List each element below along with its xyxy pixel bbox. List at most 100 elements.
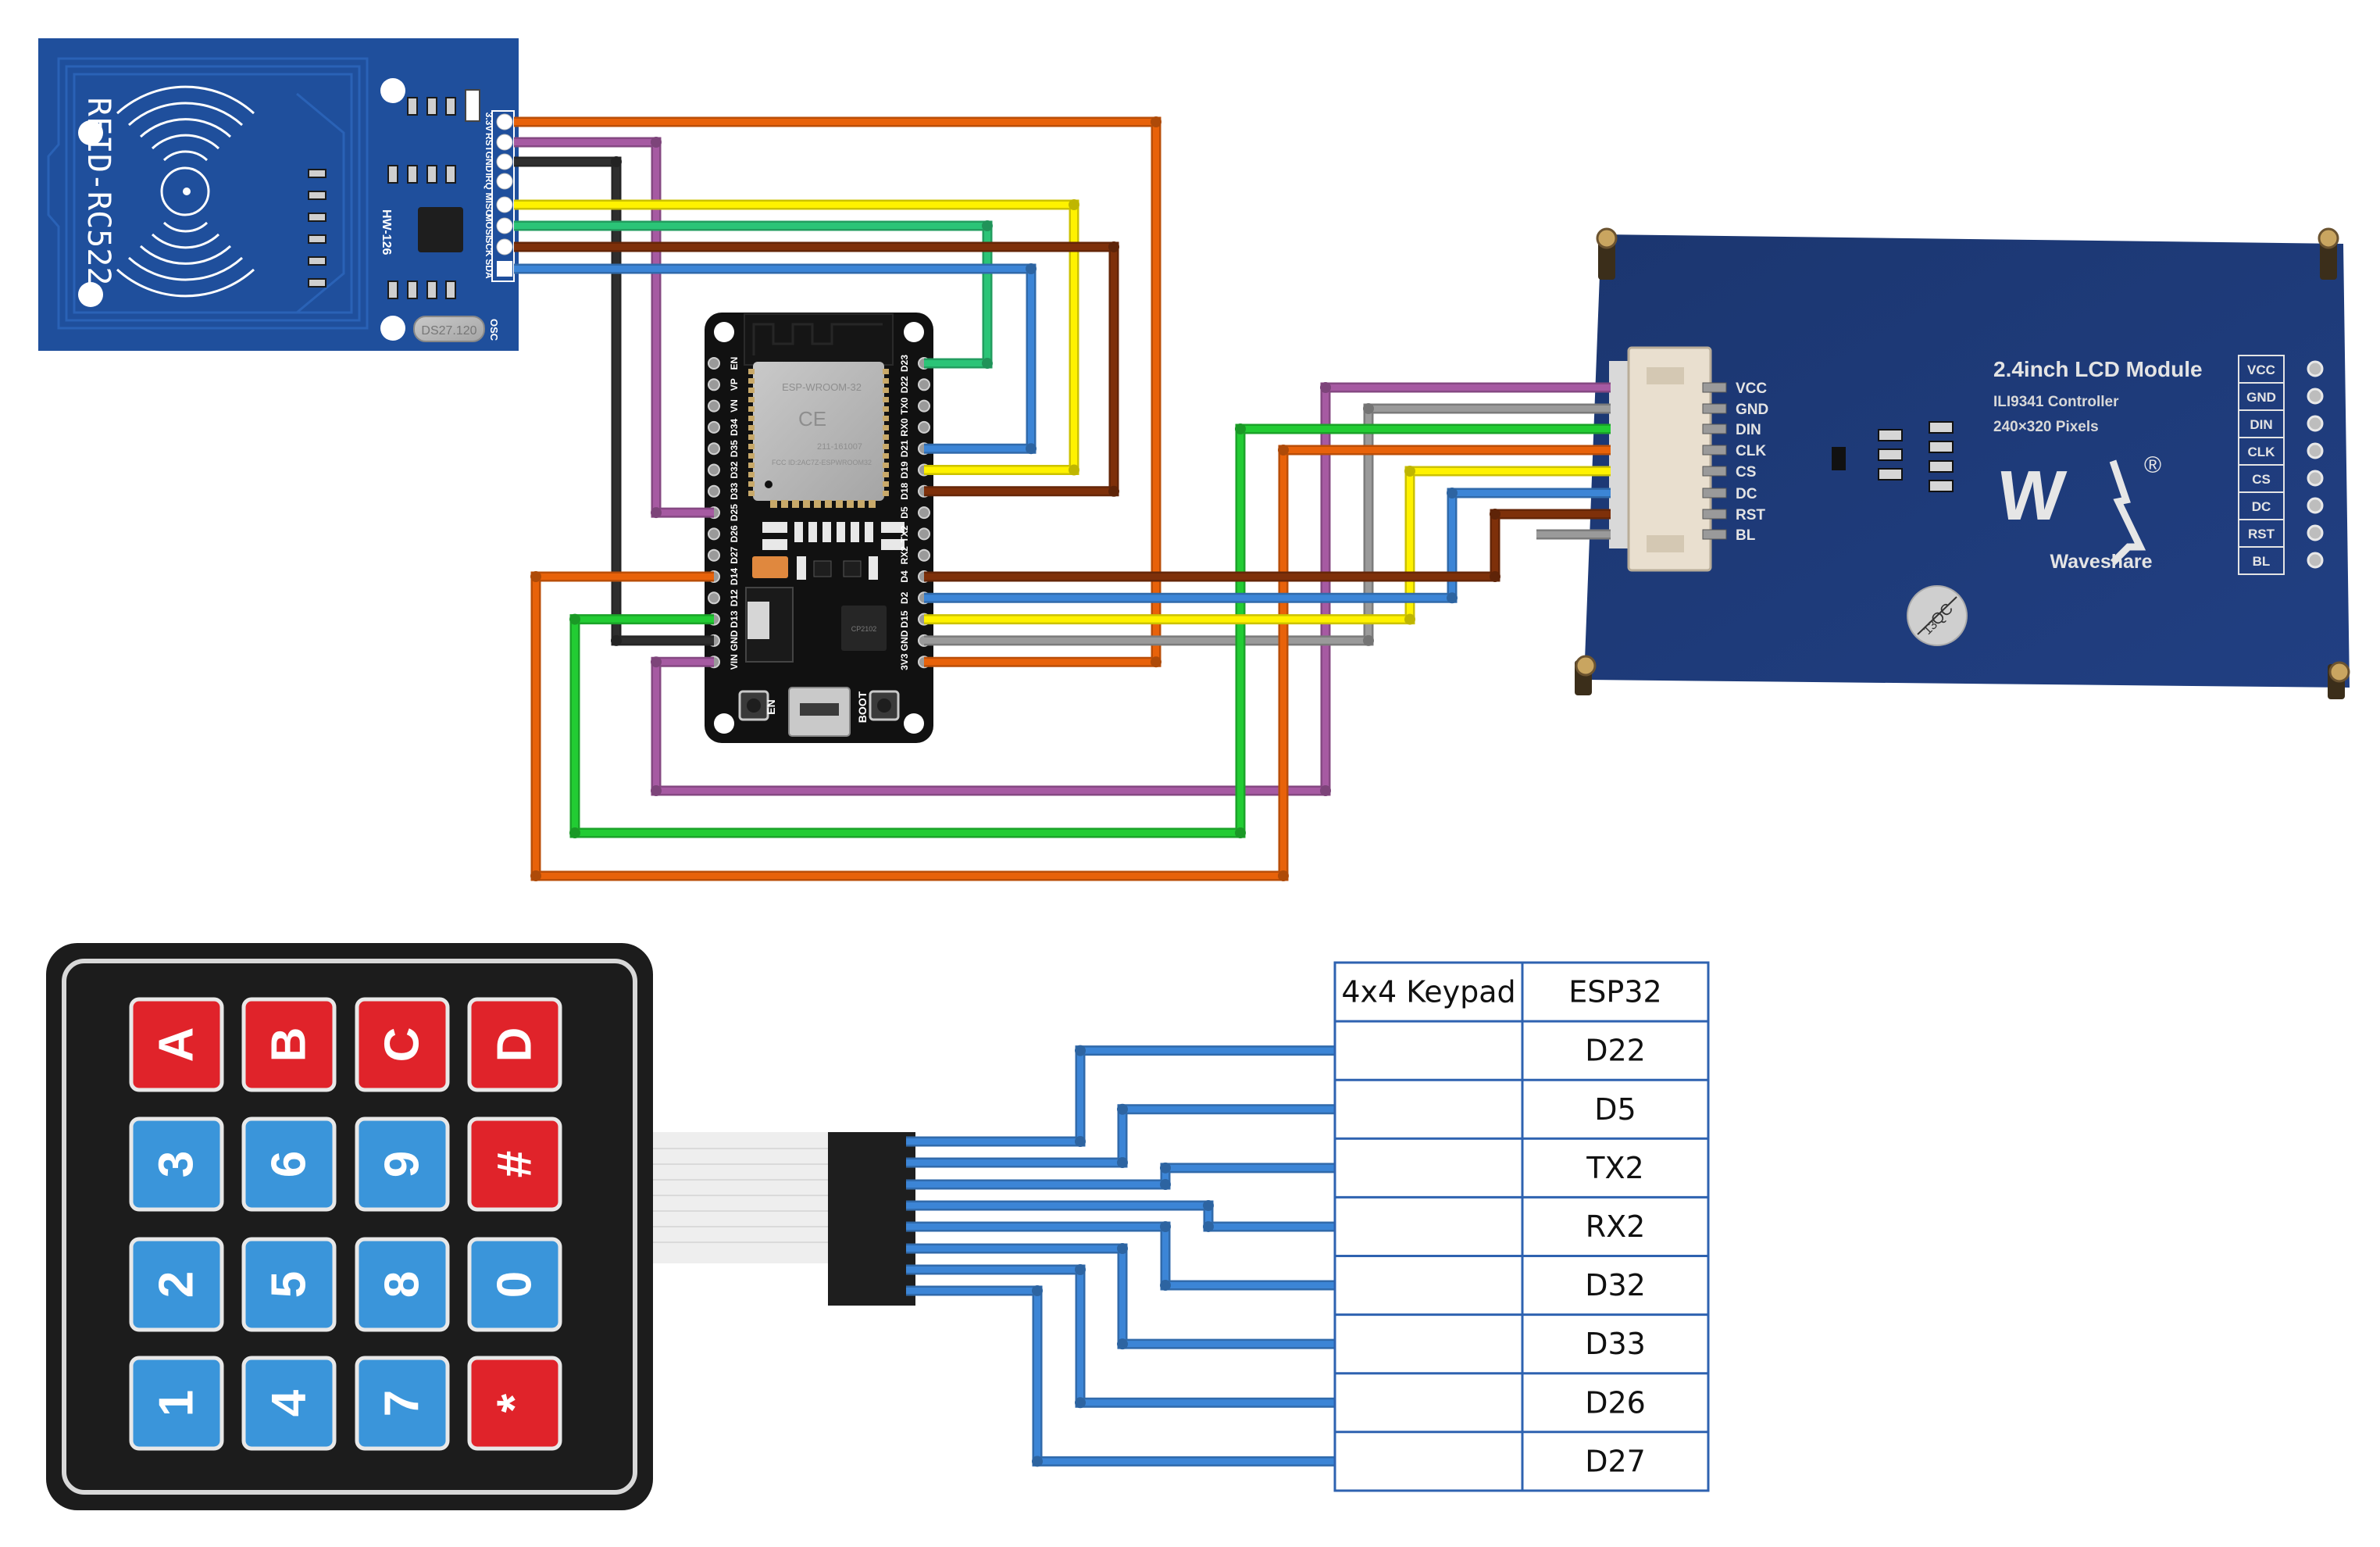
- castellation: [748, 472, 755, 477]
- castellation: [748, 388, 755, 393]
- lcd-right-pin-box: [2238, 546, 2285, 575]
- keypad-key-face: [129, 997, 224, 1092]
- lcd-connector-pin: [1702, 488, 1727, 498]
- keypad-key-face: [241, 1237, 337, 1332]
- keypad-key-#[interactable]: #: [467, 1116, 562, 1212]
- wire-esp32-to-lcd-dc: [924, 488, 1611, 604]
- esp32-left-pin-label: VIN: [729, 654, 740, 670]
- rfid-pin-label: SDA: [483, 259, 494, 279]
- esp32-right-pin-label: GND: [899, 630, 910, 651]
- rfid-pin-label: GND: [483, 152, 494, 173]
- lcd-pin-label: DC: [1736, 486, 1757, 502]
- wire-esp32-to-lcd-dc-outline: [924, 488, 1611, 603]
- keypad-ribbon-lines: [653, 1148, 831, 1243]
- wire-junction: [611, 156, 622, 167]
- wire-esp32-to-lcd-din-core: [572, 426, 1611, 836]
- castellation: [883, 434, 889, 440]
- wire-keypad-to-d27: [906, 1285, 1335, 1467]
- esp32-castellations: [748, 369, 889, 508]
- qc-sticker: QC 13: [1907, 585, 1968, 646]
- keypad-key-label: 1: [150, 1390, 204, 1417]
- lcd-transistor: [1832, 447, 1846, 470]
- table-row: D32: [1585, 1268, 1646, 1302]
- wire-junction: [1490, 509, 1500, 520]
- castellation: [748, 378, 755, 384]
- wire-rfid-33v-to-3v3-core: [514, 119, 1159, 666]
- table-cell-esp32: D22: [1585, 1034, 1646, 1068]
- wire-junction: [1026, 443, 1037, 455]
- castellation: [883, 472, 889, 477]
- castellation: [748, 397, 755, 402]
- keypad-key-face: [241, 997, 337, 1092]
- esp32-en-label: EN: [765, 699, 777, 714]
- keypad-key-3[interactable]: 3: [129, 1116, 224, 1212]
- esp32-right-pin-label: RX0: [899, 418, 910, 437]
- wire-esp32-to-lcd-cs: [924, 466, 1611, 625]
- esp32-right-pin-label: TX0: [899, 397, 910, 414]
- esp32-left-pin-label: GND: [729, 630, 740, 651]
- esp32-ce-mark: CE: [798, 407, 826, 431]
- esp32-board: ESP-WROOM-32 CE 211-161007 FCC ID:2AC7Z-…: [705, 313, 933, 743]
- keypad-key-6[interactable]: 6: [241, 1116, 337, 1212]
- table-row: D5: [1594, 1092, 1636, 1127]
- keypad-key-B[interactable]: B: [241, 997, 337, 1092]
- wire-keypad-to-rx2-core: [906, 1202, 1335, 1230]
- esp32-right-pin-label: D5: [899, 506, 910, 519]
- wire-junction: [982, 358, 993, 369]
- castellation: [858, 500, 865, 508]
- esp32-left-pin: [708, 378, 720, 391]
- keypad-key-4[interactable]: 4: [241, 1356, 337, 1451]
- keypad-key-*[interactable]: *: [467, 1356, 562, 1451]
- waveshare-logo-arrow: [2109, 459, 2146, 566]
- lcd-pin-label: GND: [1736, 402, 1768, 418]
- castellation: [883, 453, 889, 459]
- table-cell-esp32: TX2: [1586, 1151, 1643, 1185]
- lcd-pin-label: RST: [1736, 507, 1765, 523]
- esp32-left-pin-label: D25: [729, 504, 740, 521]
- esp32-boot-label: BOOT: [856, 691, 869, 723]
- keypad-key-5[interactable]: 5: [241, 1237, 337, 1332]
- rfid-pin-gnd: [496, 153, 513, 170]
- keypad-key-label: 7: [376, 1390, 430, 1417]
- wire-keypad-to-d5: [906, 1103, 1335, 1168]
- lcd-through-hole: [2307, 552, 2324, 569]
- wire-junction: [1490, 571, 1500, 582]
- wire-esp32-to-lcd-rst-core: [924, 511, 1611, 580]
- esp32-left-pin: [708, 442, 720, 456]
- keypad-key-face: [129, 1237, 224, 1332]
- keypad-key-7[interactable]: 7: [355, 1356, 450, 1451]
- esp32-left-pin-label: D33: [729, 482, 740, 499]
- lcd-right-pin-label: BL: [2253, 554, 2271, 569]
- keypad-key-9[interactable]: 9: [355, 1116, 450, 1212]
- esp32-right-pin: [918, 548, 930, 562]
- wire-junction: [1075, 1136, 1086, 1147]
- rfid-led-d1: [465, 89, 480, 122]
- keypad-key-label: C: [376, 1027, 430, 1063]
- keypad-key-C[interactable]: C: [355, 997, 450, 1092]
- castellation: [803, 500, 810, 508]
- lcd-standoffs: [1575, 227, 2350, 699]
- keypad-key-A[interactable]: A: [129, 997, 224, 1092]
- wire-keypad-to-d27-core: [906, 1288, 1335, 1465]
- keypad-key-2[interactable]: 2: [129, 1237, 224, 1332]
- rfid-mount-hole: [380, 316, 405, 341]
- lcd-smd-parts: [1878, 421, 1954, 492]
- keypad-key-D[interactable]: D: [467, 997, 562, 1092]
- keypad-key-1[interactable]: 1: [129, 1356, 224, 1451]
- rfid-capacitors: [308, 97, 456, 299]
- rfid-header-outline: [491, 110, 515, 282]
- esp32-right-pin: [918, 506, 930, 520]
- esp32-antenna-trace: [752, 323, 883, 355]
- keypad-connector: [828, 1132, 915, 1306]
- esp32-left-pin-label: D13: [729, 610, 740, 627]
- keypad-key-face: [467, 1116, 562, 1212]
- esp32-left-pin-label: D35: [729, 440, 740, 457]
- rfid-pin-irq: [496, 173, 513, 190]
- esp32-right-pin-label: D18: [899, 482, 910, 499]
- esp32-boot-button-cap: [877, 698, 891, 713]
- wire-junction: [982, 220, 993, 231]
- keypad-key-0[interactable]: 0: [467, 1237, 562, 1332]
- keypad-key-8[interactable]: 8: [355, 1237, 450, 1332]
- castellation: [883, 378, 889, 384]
